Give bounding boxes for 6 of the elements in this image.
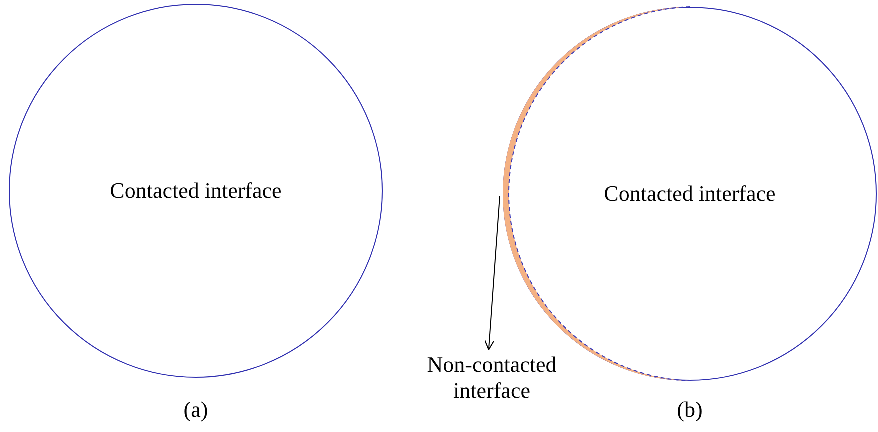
- node-text: Contacted interface: [604, 180, 776, 208]
- node-text: Contacted interface: [110, 178, 282, 204]
- panel-label: (a): [184, 399, 208, 421]
- arrow: [484, 196, 500, 350]
- node-text: Non-contacted interface: [426, 352, 558, 405]
- panel-label: (b): [677, 399, 703, 421]
